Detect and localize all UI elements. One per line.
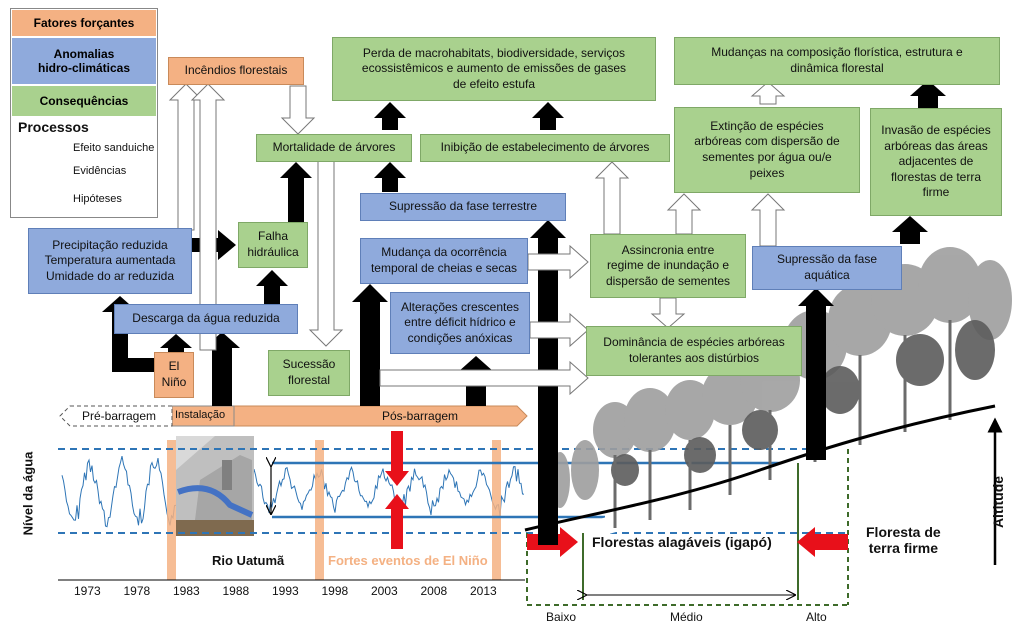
box-habitat-loss: Perda de macrohabitats, biodiversidade, … bbox=[332, 37, 656, 101]
legend-drivers: Fatores forçantes bbox=[12, 10, 156, 36]
upland-label: Floresta de terra firme bbox=[866, 524, 941, 556]
box-deficit: Alterações crescentes entre déficit hídr… bbox=[390, 292, 530, 354]
box-invasion: Invasão de espécies arbóreas das áreas a… bbox=[870, 108, 1002, 216]
el-nino-events-label: Fortes eventos de El Niño bbox=[328, 553, 488, 568]
dam-illustration bbox=[176, 436, 254, 536]
pre-dam-bar bbox=[59, 405, 173, 427]
year-tick: 1988 bbox=[222, 584, 250, 598]
floodplain-label: Florestas alagáveis (igapó) bbox=[592, 534, 772, 550]
year-tick: 1978 bbox=[123, 584, 151, 598]
box-extinction: Extinção de espécies arbóreas com disper… bbox=[674, 107, 860, 193]
box-establishment-inhibition: Inibição de estabelecimento de árvores bbox=[420, 134, 670, 162]
legend-consequences: Consequências bbox=[12, 86, 156, 116]
box-aquatic-suppression: Supressão da fase aquática bbox=[752, 246, 902, 290]
box-dominance: Dominância de espécies arbóreas tolerant… bbox=[586, 326, 802, 376]
box-terrestrial-suppression: Supressão da fase terrestre bbox=[360, 193, 566, 221]
sandwich-arrow-up bbox=[385, 494, 409, 549]
altitude-label: Altitude bbox=[990, 475, 1007, 529]
year-tick: 2008 bbox=[420, 584, 448, 598]
zone-mid: Médio bbox=[670, 610, 703, 624]
evidence-arrows bbox=[20, 80, 946, 545]
year-tick: 1983 bbox=[173, 584, 200, 598]
timeline-post-dam: Pós-barragem bbox=[382, 409, 459, 423]
timeline-pre-dam: Pré-barragem bbox=[82, 409, 157, 423]
box-climate: Precipitação reduzida Temperatura aument… bbox=[28, 228, 192, 294]
box-hydraulic-failure: Falha hidráulica bbox=[238, 222, 308, 268]
box-flood-timing: Mudança da ocorrência temporal de cheias… bbox=[360, 238, 528, 284]
legend-anomalies: Anomalias hidro-climáticas bbox=[12, 38, 156, 84]
year-tick: 2003 bbox=[371, 584, 398, 598]
box-composition-change: Mudanças na composição florística, estru… bbox=[674, 37, 1000, 85]
box-succession: Sucessão florestal bbox=[268, 350, 350, 396]
year-tick: 1973 bbox=[74, 584, 101, 598]
hydrograph-ylabel: Nível da água bbox=[20, 451, 36, 536]
legend-sandwich: Efeito sanduiche bbox=[73, 142, 155, 154]
river-label: Rio Uatumã bbox=[212, 553, 285, 568]
legend-processes-title: Processos bbox=[18, 119, 89, 135]
sandwich-arrow-left bbox=[797, 527, 848, 557]
box-asynchrony: Assincronia entre regime de inundação e … bbox=[590, 234, 746, 298]
box-discharge: Descarga da água reduzida bbox=[114, 304, 298, 334]
sandwich-arrow-down bbox=[385, 431, 409, 486]
year-tick: 1998 bbox=[321, 584, 349, 598]
box-el-nino: El Niño bbox=[154, 352, 194, 398]
water-level-series bbox=[61, 455, 525, 531]
legend-evidence: Evidências bbox=[73, 165, 127, 177]
zone-high: Alto bbox=[806, 610, 827, 624]
box-fires: Incêndios florestais bbox=[168, 57, 304, 85]
legend-hypotheses: Hipóteses bbox=[73, 193, 122, 205]
timeline-installation: Instalação bbox=[175, 409, 226, 421]
el-nino-bar-2015 bbox=[492, 440, 501, 580]
box-tree-mortality: Mortalidade de árvores bbox=[256, 134, 412, 162]
zone-low: Baixo bbox=[546, 610, 577, 624]
year-tick: 2013 bbox=[470, 584, 497, 598]
year-tick: 1993 bbox=[272, 584, 299, 598]
el-nino-bar-1997 bbox=[315, 440, 324, 580]
el-nino-bar-1982 bbox=[167, 440, 176, 580]
hypothesis-arrows bbox=[168, 81, 786, 396]
